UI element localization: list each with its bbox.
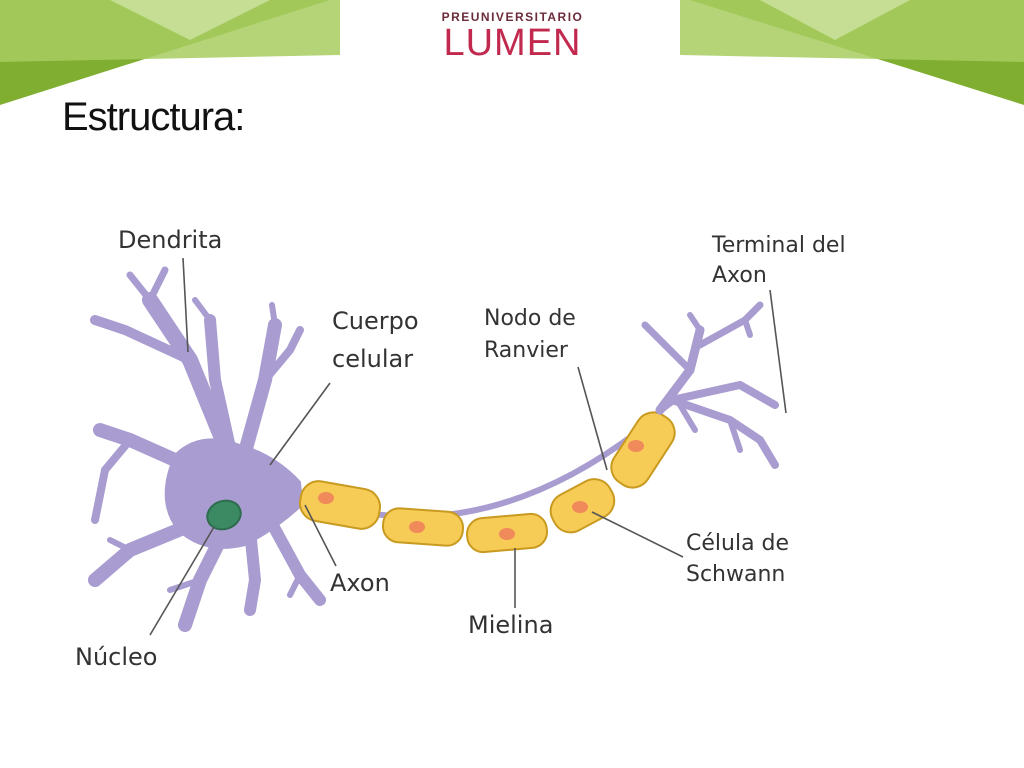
leader-celula xyxy=(591,511,684,558)
leader-nucleo xyxy=(149,526,215,636)
axon-terminals xyxy=(641,301,779,469)
lumen-logo: PREUNIVERSITARIO LUMEN xyxy=(440,10,585,62)
terminal-branch xyxy=(668,396,779,469)
leader-nodo xyxy=(577,366,608,471)
label-axon: Axon xyxy=(330,569,390,597)
dendrite-branch xyxy=(244,524,262,616)
label-nodo-line1: Nodo de xyxy=(484,306,576,331)
schwann-nucleus xyxy=(409,521,425,533)
slide-title: Estructura: xyxy=(62,95,245,139)
banner-left-light xyxy=(0,0,340,62)
label-nucleo: Núcleo xyxy=(75,643,158,671)
dendrite-branch xyxy=(269,302,278,328)
dendrite-branch xyxy=(204,314,241,476)
terminal-branch xyxy=(696,301,764,349)
label-celula-line2: Schwann xyxy=(686,562,786,587)
label-cuerpo-line1: Cuerpo xyxy=(332,307,419,335)
leader-dendrita xyxy=(182,257,189,353)
banner-right-top xyxy=(760,0,910,40)
terminal-branch xyxy=(687,312,703,333)
terminal-branch xyxy=(641,321,694,374)
schwann-nucleus xyxy=(628,440,644,452)
banner-right-light xyxy=(680,0,1024,62)
label-nodo-line2: Ranvier xyxy=(484,338,568,363)
leader-cuerpo xyxy=(269,382,331,466)
schwann-nucleus xyxy=(318,492,334,504)
header-banner xyxy=(0,0,1024,105)
leader-terminal xyxy=(769,289,787,414)
banner-left-top xyxy=(110,0,270,40)
terminal-branch xyxy=(668,380,779,409)
myelin-sheaths xyxy=(298,411,676,554)
leader-axon xyxy=(304,504,337,567)
label-mielina: Mielina xyxy=(468,611,554,639)
dendrite-branch xyxy=(167,577,203,593)
label-cuerpo-line2: celular xyxy=(332,345,414,373)
dendrite-branch xyxy=(146,266,169,304)
myelin-segment xyxy=(298,480,382,530)
label-dendrita: Dendrita xyxy=(118,226,223,254)
dendrite-branch xyxy=(287,572,303,598)
logo-brand: LUMEN xyxy=(443,22,582,64)
dendrite-branch xyxy=(107,537,133,553)
label-terminal-line2: Axon xyxy=(712,263,767,288)
dendrite-branch xyxy=(90,315,195,365)
cell-body xyxy=(164,438,304,549)
schwann-nuclei xyxy=(318,440,644,540)
terminal-branch xyxy=(677,402,698,433)
dendrite-branch xyxy=(192,297,213,323)
dendrite-branch xyxy=(126,271,154,304)
dendrite-branch xyxy=(261,326,304,384)
label-leaders xyxy=(149,257,787,636)
terminal-branch xyxy=(727,417,743,453)
label-celula-line1: Célula de xyxy=(686,531,790,556)
label-terminal-line1: Terminal del xyxy=(712,233,846,258)
schwann-nucleus xyxy=(499,528,515,540)
dendrite-branch xyxy=(91,436,134,524)
logo-tagline: PREUNIVERSITARIO xyxy=(441,10,584,24)
myelin-segment xyxy=(610,411,676,489)
terminal-branch xyxy=(742,317,753,338)
nucleus-shape xyxy=(206,499,242,531)
schwann-nucleus xyxy=(572,501,588,513)
